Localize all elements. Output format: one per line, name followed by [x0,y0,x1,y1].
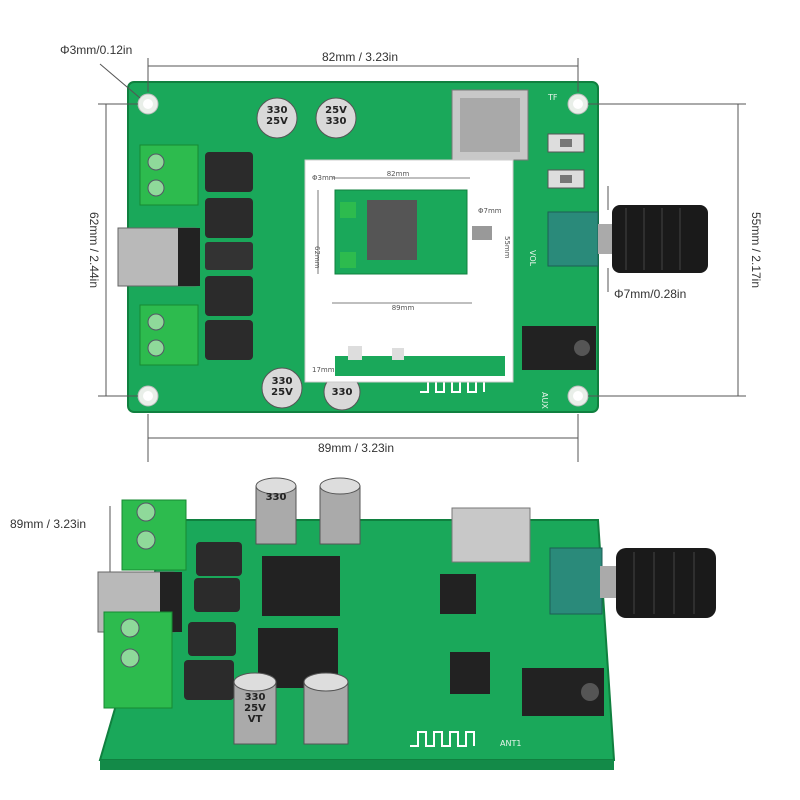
inductors-persp [184,542,242,700]
hole-diameter-label: Φ3mm/0.12in [60,43,132,57]
dc-jack-top [117,227,200,287]
chip-4 [450,652,490,694]
buttons-top [547,133,585,189]
cap-label-4: 330 [332,387,353,398]
tf-card-slot-persp [451,507,531,563]
aux-label: AUX [540,392,549,409]
inset-width-label: 82mm [387,170,410,178]
dimension-lines [98,58,746,574]
cap-label-2v: 25V [325,105,347,116]
inset-thickness-label: 17mm [312,366,335,374]
cap-label-3v: 25V [271,387,293,398]
cap-label-3: 330 [272,376,293,387]
cap-label-1: 330 [267,105,288,116]
vol-label: VOL [528,250,537,267]
knob-diameter-label: Φ7mm/0.28in [614,287,686,301]
left-height-label: 62mm / 2.44in [87,212,101,288]
inset-diagram: 82mm Φ3mm Φ7mm 62mm 55mm 89mm 17mm [304,159,514,383]
terminal-block-top-2 [139,304,199,366]
persp-cap-label-3t: VT [248,714,263,725]
persp-cap-label-1: 330 [266,492,287,503]
inset-right-height-label: 55mm [503,236,511,259]
volume-knob-persp [616,548,716,618]
cap-label-1v: 25V [266,116,288,127]
aux-jack-top: AUX [522,326,596,409]
pot-persp [549,547,603,615]
perspective-view: 330 330 25V VT ANT1 [97,477,716,770]
volume-knob-top: VOL [528,205,708,273]
antenna-trace-persp [410,731,475,747]
ant-label: ANT1 [500,739,521,748]
terminal-block-top-1 [139,144,199,206]
cap-label-2: 330 [326,116,347,127]
capacitors-top: 330 25V 25V 330 330 25V 330 [256,97,361,411]
chip-3 [440,574,476,614]
persp-cap-label-3: 330 [245,692,266,703]
right-height-label: 55mm / 2.17in [749,212,763,288]
tf-card-slot-top: TF [451,89,558,161]
persp-cap-label-3v: 25V [244,703,266,714]
top-view: 330 25V 25V 330 330 25V 330 TF [117,81,708,413]
tf-label: TF [547,93,558,102]
amp-chip-1 [262,556,340,616]
inset-bottom-width-label: 89mm [392,304,415,312]
inset-hole-label: Φ3mm [312,174,336,182]
thickness-label: 89mm / 3.23in [10,517,86,531]
mounting-holes-top [137,93,589,407]
inset-knob-label: Φ7mm [478,207,502,215]
capacitors-persp: 330 330 25V VT [233,477,361,745]
inductors-top [205,152,253,360]
top-width-label: 82mm / 3.23in [322,50,398,64]
bottom-width-label: 89mm / 3.23in [318,441,394,455]
inset-height-label: 62mm [313,246,321,269]
